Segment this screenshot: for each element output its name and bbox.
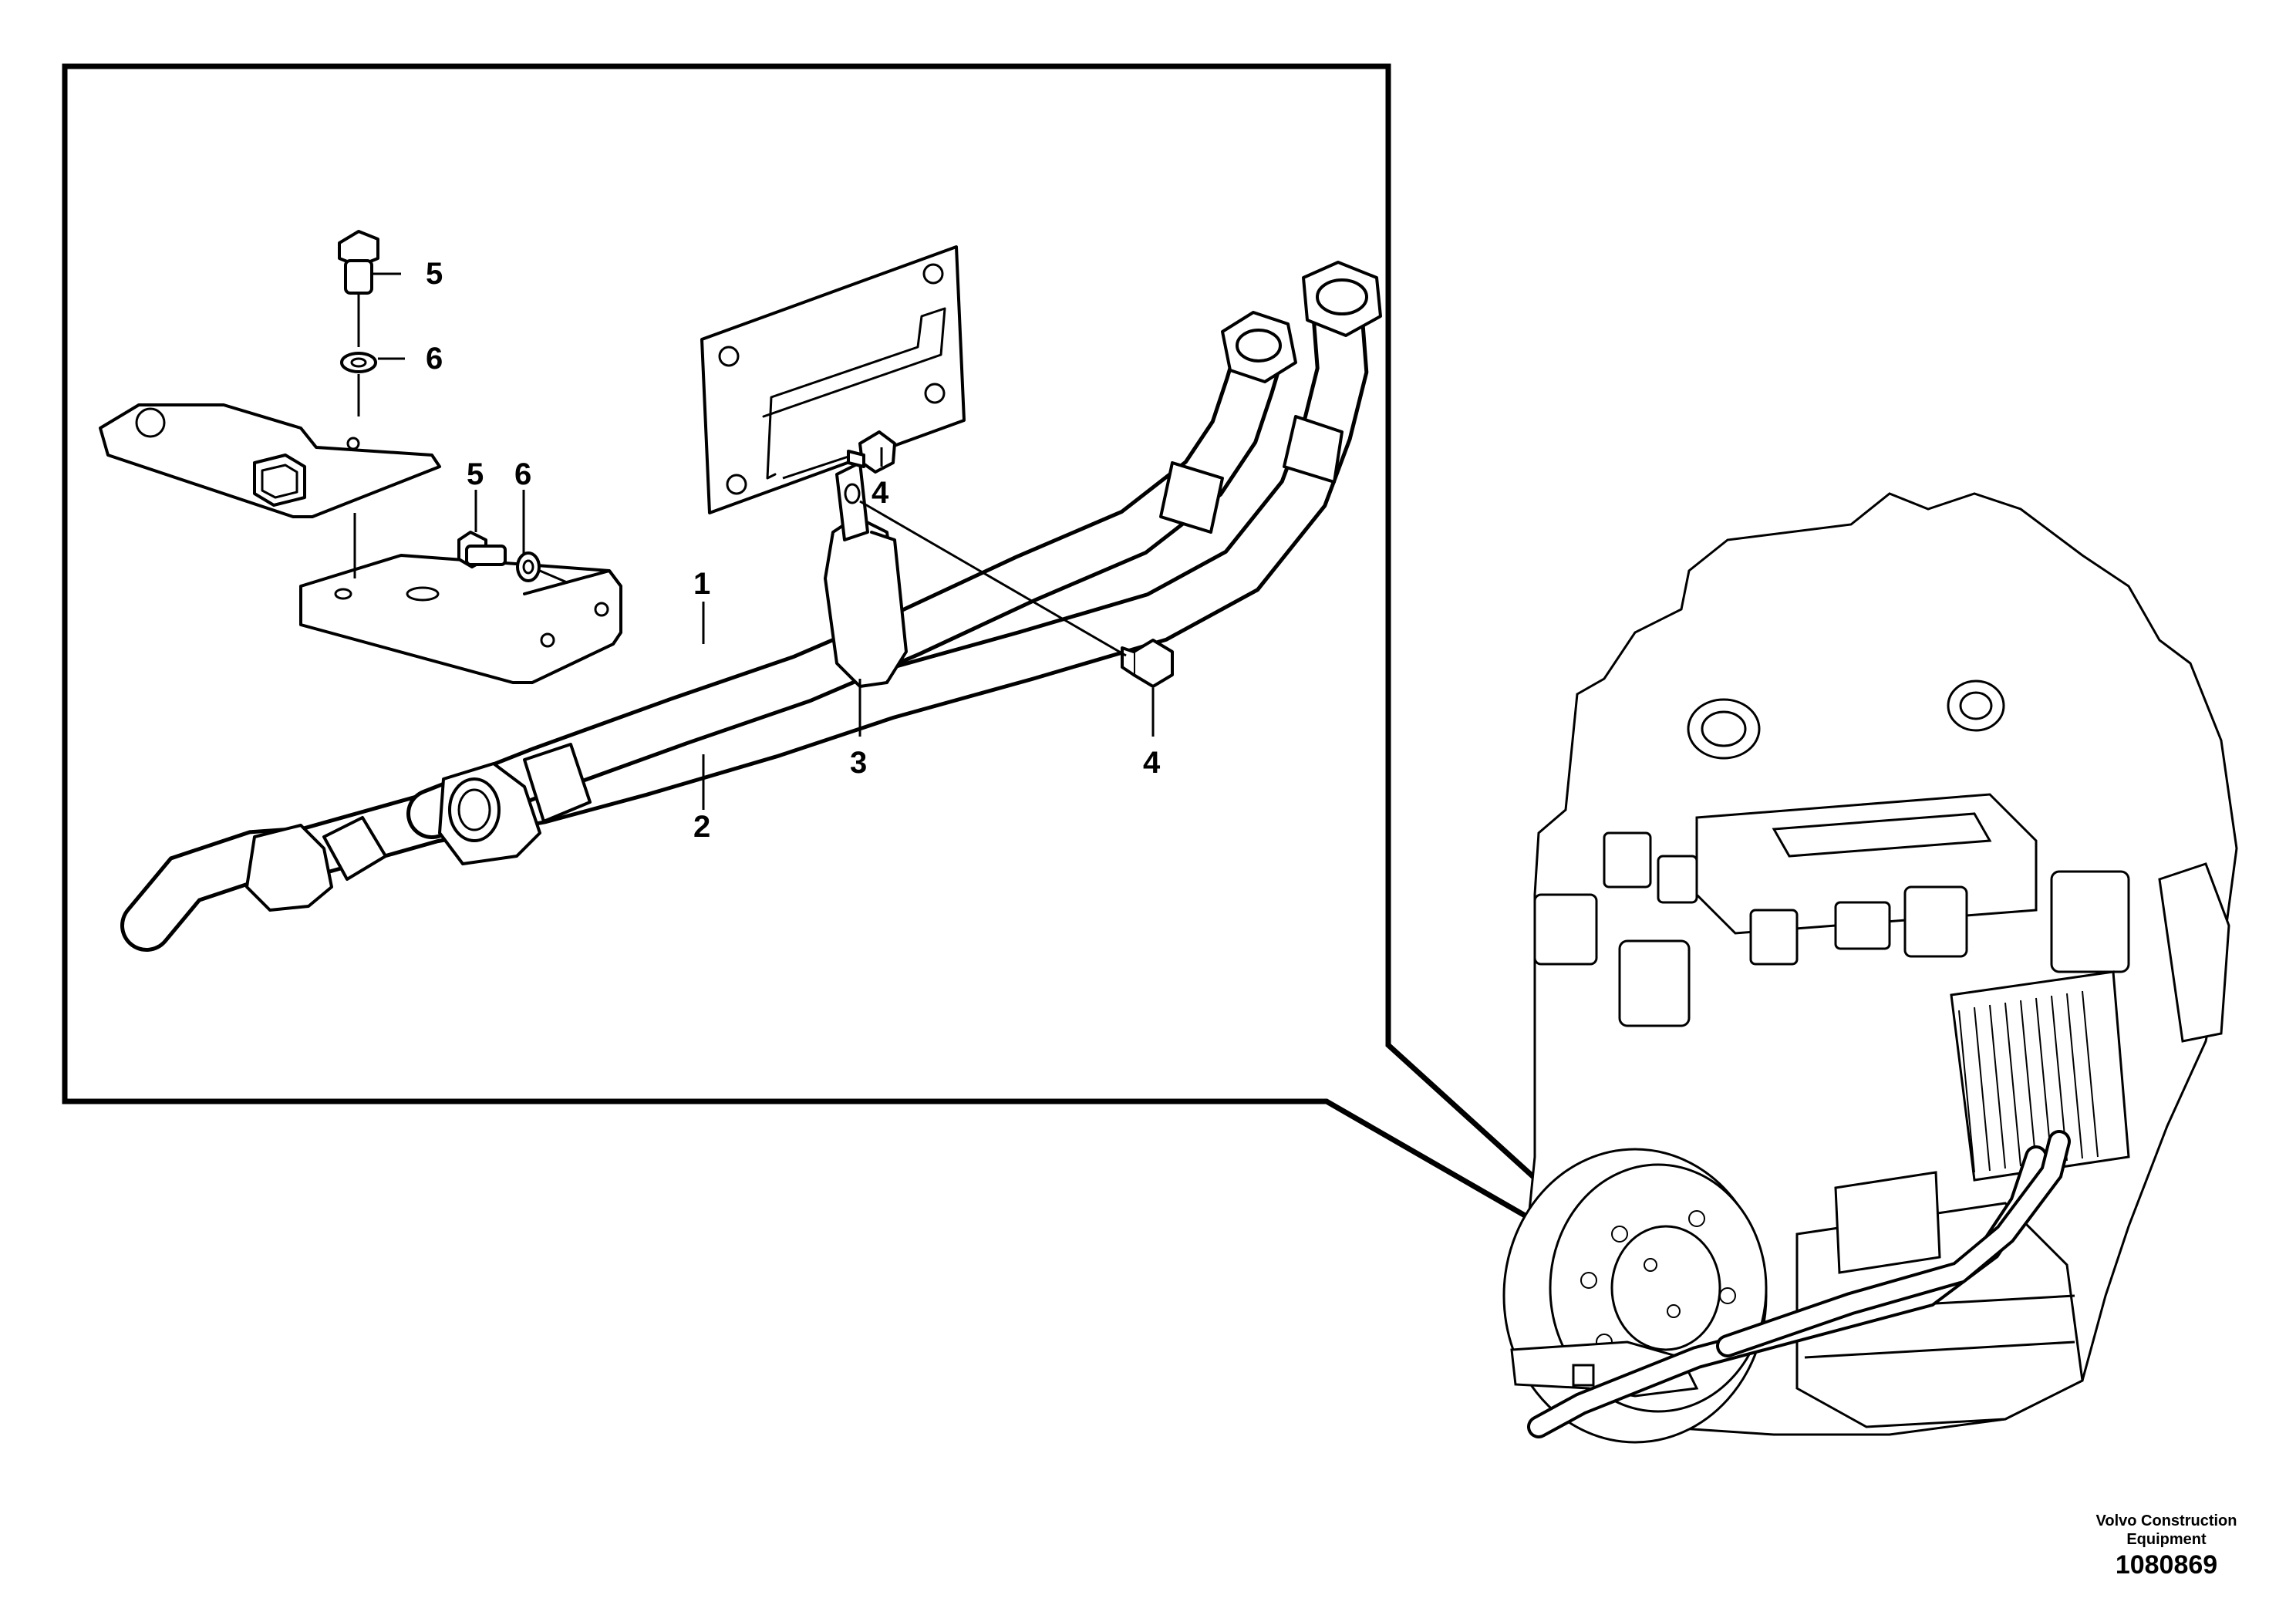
callout-1: 1 xyxy=(693,567,710,601)
engine-assembly xyxy=(1502,492,2238,1444)
callout-3: 3 xyxy=(850,746,867,780)
company-line-1: Volvo Construction xyxy=(2095,1512,2237,1529)
company-line-2: Equipment xyxy=(2126,1531,2207,1548)
callout-4-lower: 4 xyxy=(1143,746,1161,780)
callout-5-top: 5 xyxy=(426,257,443,291)
callout-5-mid: 5 xyxy=(467,457,484,491)
callout-6-mid: 6 xyxy=(514,457,531,491)
drawing-number: 1080869 xyxy=(2115,1550,2218,1580)
hose-2-left-fitting xyxy=(245,816,387,912)
leader-lines xyxy=(370,272,1155,810)
callout-4-upper: 4 xyxy=(872,476,889,510)
callout-2: 2 xyxy=(693,810,710,844)
washer-6-mid xyxy=(516,551,568,584)
bolt-4-lower xyxy=(859,500,1174,688)
bolt-5-top xyxy=(338,230,379,347)
engine-hoses xyxy=(1527,1130,2071,1438)
hose-2-mid-fitting xyxy=(438,743,592,865)
callout-6-top: 6 xyxy=(426,342,443,376)
hose-1 xyxy=(406,311,1297,839)
company-name: Volvo Construction Equipment xyxy=(2082,1512,2251,1549)
bolt-5-mid xyxy=(457,531,507,568)
bracket-upper xyxy=(99,403,441,518)
clamp-3 xyxy=(824,461,908,688)
washer-6-top xyxy=(340,352,377,416)
bracket-lower xyxy=(299,513,622,684)
mounting-plate xyxy=(700,245,966,514)
